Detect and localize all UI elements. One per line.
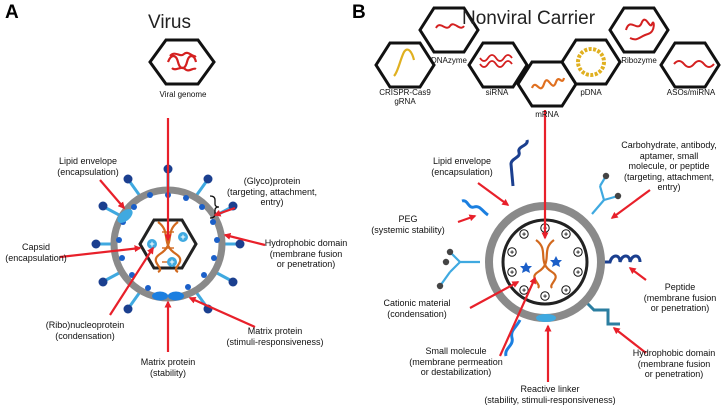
label-matrix-stability: Matrix protein (stability) — [140, 357, 196, 378]
svg-text:+: + — [564, 232, 568, 239]
svg-text:+: + — [510, 250, 514, 257]
cargo-hex-ribozyme — [608, 6, 670, 54]
label-peg: PEG (systemic stability) — [371, 214, 445, 235]
label-hydrophobic-domain-a: Hydrophobic domain (membrane fusion or p… — [264, 238, 348, 269]
svg-text:+: + — [543, 294, 547, 301]
viral-genome-label: Viral genome — [159, 90, 207, 99]
mrna-glyph — [530, 77, 566, 90]
label-lipid-envelope-a: Lipid envelope (encapsulation) — [57, 156, 119, 177]
label-reactive-linker: Reactive linker (stability, stimuli-resp… — [484, 384, 616, 405]
panel-b-title: Nonviral Carrier — [462, 8, 596, 29]
label-cationic: Cationic material (condensation) — [383, 298, 451, 319]
cargo-label-mrna: mRNA — [535, 110, 559, 119]
label-capsid: Capsid (encapsulation) — [5, 242, 67, 263]
cargo-hex-pdna — [560, 38, 622, 86]
aso-glyph — [673, 60, 715, 68]
hydrophobic-tail — [582, 298, 620, 326]
ribozyme-glyph — [625, 18, 655, 41]
viral-genome-icon — [148, 38, 216, 86]
svg-text:+: + — [576, 250, 580, 257]
svg-text:+: + — [576, 270, 580, 277]
pdna-glyph — [576, 47, 606, 77]
svg-text:+: + — [522, 232, 526, 239]
panel-a-arrows — [59, 118, 266, 352]
label-peptide: Peptide (membrane fusion or penetration) — [643, 282, 717, 313]
virus-particle: + + + — [91, 164, 245, 314]
svg-text:+: + — [180, 232, 185, 242]
label-ribonucleoprotein: (Ribo)nucleoprotein (condensation) — [45, 320, 125, 341]
cargo-hex-dnazyme — [418, 6, 480, 54]
dnazyme-glyph — [435, 23, 465, 29]
small-molecule-star-1 — [520, 262, 532, 273]
crispr-glyph — [393, 48, 416, 77]
cargo-hexagons — [374, 6, 721, 108]
peg-chain-bottom — [504, 319, 522, 357]
label-targeting: Carbohydrate, antibody, aptamer, small m… — [621, 140, 717, 192]
cargo-hex-aso — [659, 41, 721, 89]
carrier-dna — [533, 239, 557, 289]
peptide-coil-right — [596, 254, 642, 264]
label-lipid-envelope-b: Lipid envelope (encapsulation) — [431, 156, 493, 177]
cargo-label-pdna: pDNA — [580, 88, 602, 97]
svg-text:+: + — [522, 288, 526, 295]
branched-ligand-right — [591, 172, 622, 215]
sirna-glyph — [479, 54, 513, 68]
cargo-label-ribozyme: Ribozyme — [621, 56, 657, 65]
panel-b-arrows — [457, 110, 651, 382]
cargo-label-sirna: siRNA — [485, 88, 509, 97]
peg-chain — [461, 199, 489, 217]
svg-text:+: + — [510, 270, 514, 277]
small-molecule-star-2 — [550, 256, 562, 267]
label-small-molecule: Small molecule (membrane permeation or d… — [409, 346, 503, 377]
label-matrix-responsive: Matrix protein (stimuli-responsiveness) — [226, 326, 324, 347]
cargo-hex-sirna — [467, 41, 529, 89]
glycoprotein-heads — [91, 164, 245, 314]
label-hydrophobic-domain-b: Hydrophobic domain (membrane fusion or p… — [632, 348, 716, 379]
cargo-label-aso: ASOs/miRNA — [666, 88, 716, 97]
cargo-hex-crispr — [374, 41, 436, 89]
panel-b-letter: B — [352, 2, 366, 23]
matrix-protein-bottom-1 — [152, 291, 168, 301]
matrix-protein-bottom-2 — [168, 291, 184, 301]
peptide-coil-top — [509, 139, 529, 187]
matrix-protein-top — [117, 209, 133, 223]
panel-a-title: Virus — [148, 12, 191, 33]
svg-text:+: + — [169, 257, 174, 267]
reactive-linker — [536, 314, 556, 322]
cargo-label-dnazyme: DNAzyme — [430, 56, 467, 65]
svg-text:+: + — [564, 288, 568, 295]
panel-a-letter: A — [5, 2, 19, 23]
branched-ligand-left — [436, 248, 480, 290]
svg-text:+: + — [149, 239, 154, 249]
nucleoprotein: + + + — [147, 232, 188, 267]
label-glycoprotein: (Glyco)protein (targeting, attachment, e… — [226, 176, 318, 207]
cargo-label-crispr: CRISPR-Cas9 gRNA — [379, 88, 431, 106]
